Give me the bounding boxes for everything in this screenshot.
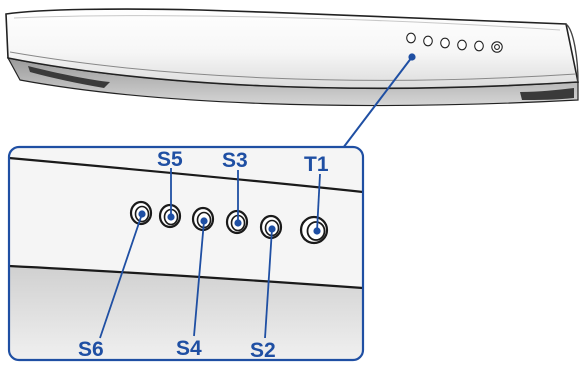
- label-s5: S5: [157, 148, 183, 171]
- label-s3: S3: [222, 149, 248, 172]
- hood-button[interactable]: [423, 35, 433, 47]
- hood-front: [5, 8, 579, 90]
- range-hood: [5, 8, 579, 107]
- hood-button-row: [406, 32, 503, 53]
- label-s4: S4: [176, 337, 202, 360]
- hood-vent-left: [28, 66, 110, 88]
- panel-underside-band: [9, 266, 363, 360]
- hood-vent-right: [520, 88, 574, 100]
- zoom-panel: S5 S3 T1 S6 S4 S2: [7, 145, 365, 362]
- callout-dots: [138, 210, 321, 235]
- hood-button[interactable]: [440, 37, 450, 49]
- hood-button[interactable]: [457, 39, 467, 51]
- callout-lines: [99, 168, 321, 339]
- label-s2: S2: [250, 339, 276, 362]
- hood-button[interactable]: [491, 41, 503, 53]
- label-s6: S6: [78, 338, 104, 361]
- hood-button[interactable]: [474, 40, 484, 52]
- callout-leader: [342, 56, 413, 149]
- label-t1: T1: [304, 153, 329, 176]
- hood-button[interactable]: [406, 32, 416, 44]
